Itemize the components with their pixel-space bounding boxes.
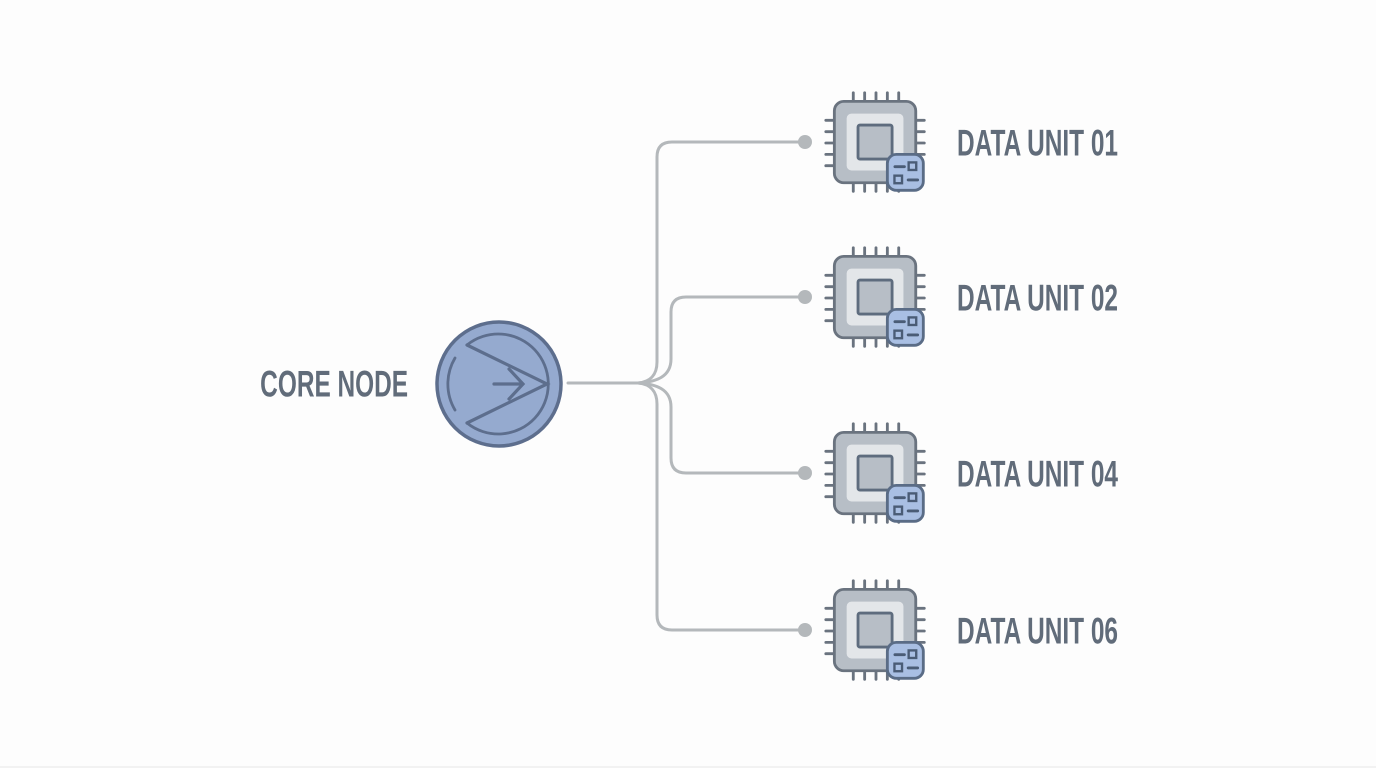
- fast-forward-circle-icon: [435, 320, 563, 448]
- unit-label: DATA UNIT 06: [957, 610, 1118, 652]
- unit-label: DATA UNIT 04: [957, 453, 1118, 495]
- connector-dot: [798, 135, 812, 149]
- processor-chip-icon: [824, 91, 926, 193]
- processor-chip-icon: [824, 246, 926, 348]
- connector-dot: [798, 290, 812, 304]
- unit-label: DATA UNIT 02: [957, 277, 1118, 319]
- bottom-hairline: [0, 766, 1376, 768]
- connector-branch-unit-3: [636, 381, 800, 475]
- processor-chip-icon: [824, 422, 926, 524]
- connector-branch-unit-2: [636, 295, 800, 385]
- unit-label: DATA UNIT 01: [957, 122, 1118, 164]
- connector-lines: [566, 135, 812, 637]
- processor-chip-icon: [824, 579, 926, 681]
- connector-branch-unit-4: [636, 381, 800, 632]
- core-node-label: CORE NODE: [260, 363, 408, 405]
- connector-branch-unit-1: [636, 140, 800, 385]
- connector-dot: [798, 623, 812, 637]
- connector-dot: [798, 466, 812, 480]
